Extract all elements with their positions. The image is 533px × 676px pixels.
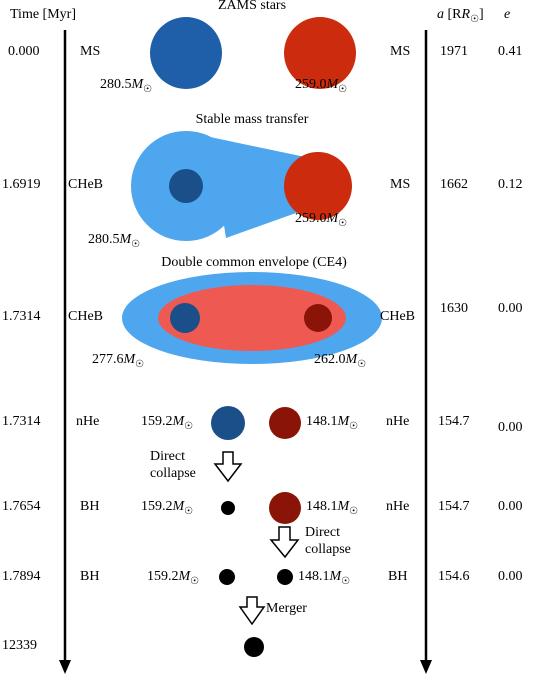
direct-collapse-arrow-1 [213,451,243,483]
ce-core-right [304,304,332,332]
time-value: 1.7654 [2,499,41,514]
time-axis-right-arrowhead [420,660,432,674]
left-star-mass: 159.2M☉ [141,499,194,517]
merger-label: Merger [266,601,307,616]
right-star-mass: 148.1M☉ [306,499,359,517]
ce-core-left [170,303,200,333]
right-star-mass: 148.1M☉ [298,569,351,587]
stage-title-common-envelope: Double common envelope (CE4) [161,255,347,270]
nhe-star-right [269,407,301,439]
ce-inner-envelope [158,285,346,351]
separation-value: 154.7 [438,414,470,429]
eccentricity-value: 0.12 [498,177,523,192]
eccentricity-value: 0.00 [498,420,523,435]
time-value: 1.6919 [2,177,41,192]
right-star-type: MS [390,44,411,59]
zams-star-left [150,17,222,89]
eccentricity-axis-label: e [504,7,511,22]
separation-value: 1971 [440,44,468,59]
right-star-type: BH [388,569,408,584]
nhe-star-right-stage5 [269,492,301,524]
separation-value: 1630 [440,301,468,316]
zams-star-right [284,17,356,89]
bh-right-stage6 [277,569,293,585]
right-star-type: nHe [386,499,410,514]
left-star-mass: 280.5M☉ [88,232,141,250]
mt-core-left [169,169,203,203]
eccentricity-value: 0.41 [498,44,523,59]
eccentricity-value: 0.00 [498,499,523,514]
left-star-mass: 159.2M☉ [141,414,194,432]
time-axis-left-arrowhead [59,660,71,674]
right-star-mass: 259.0M☉ [295,211,348,229]
eccentricity-value: 0.00 [498,569,523,584]
direct-collapse-arrow-2 [269,526,300,559]
left-star-type: BH [80,569,100,584]
separation-value: 154.6 [438,569,470,584]
right-star-type: CHeB [380,309,415,324]
left-star-type: BH [80,499,100,514]
right-star-mass: 148.1M☉ [306,414,359,432]
left-star-type: nHe [76,414,100,429]
time-value: 0.000 [8,44,40,59]
separation-value: 154.7 [438,499,470,514]
left-star-type: MS [80,44,101,59]
time-value: 1.7314 [2,414,41,429]
separation-axis-label: a [RR☉] [437,7,484,25]
left-star-mass: 277.6M☉ [92,352,145,370]
separation-value: 1662 [440,177,468,192]
bh-left-stage5 [221,501,235,515]
left-star-mass: 280.5M☉ [100,77,153,95]
left-star-type: CHeB [68,177,103,192]
nhe-star-left [211,406,245,440]
left-star-type: CHeB [68,309,103,324]
eccentricity-value: 0.00 [498,301,523,316]
time-value: 1.7314 [2,309,41,324]
right-star-type: nHe [386,414,410,429]
bh-left-stage6 [219,569,235,585]
stage-title-zams: ZAMS stars [217,0,287,13]
mt-star-right [284,152,352,220]
merged-bh [244,637,264,657]
right-star-type: MS [390,177,411,192]
time-value: 1.7894 [2,569,41,584]
time-value: 12339 [2,638,37,653]
stage-title-mass-transfer: Stable mass transfer [195,112,309,127]
time-axis-label: Time [Myr] [10,7,76,22]
right-star-mass: 259.0M☉ [295,77,348,95]
right-star-mass: 262.0M☉ [314,352,367,370]
merger-arrow [238,596,266,626]
left-star-mass: 159.2M☉ [147,569,200,587]
